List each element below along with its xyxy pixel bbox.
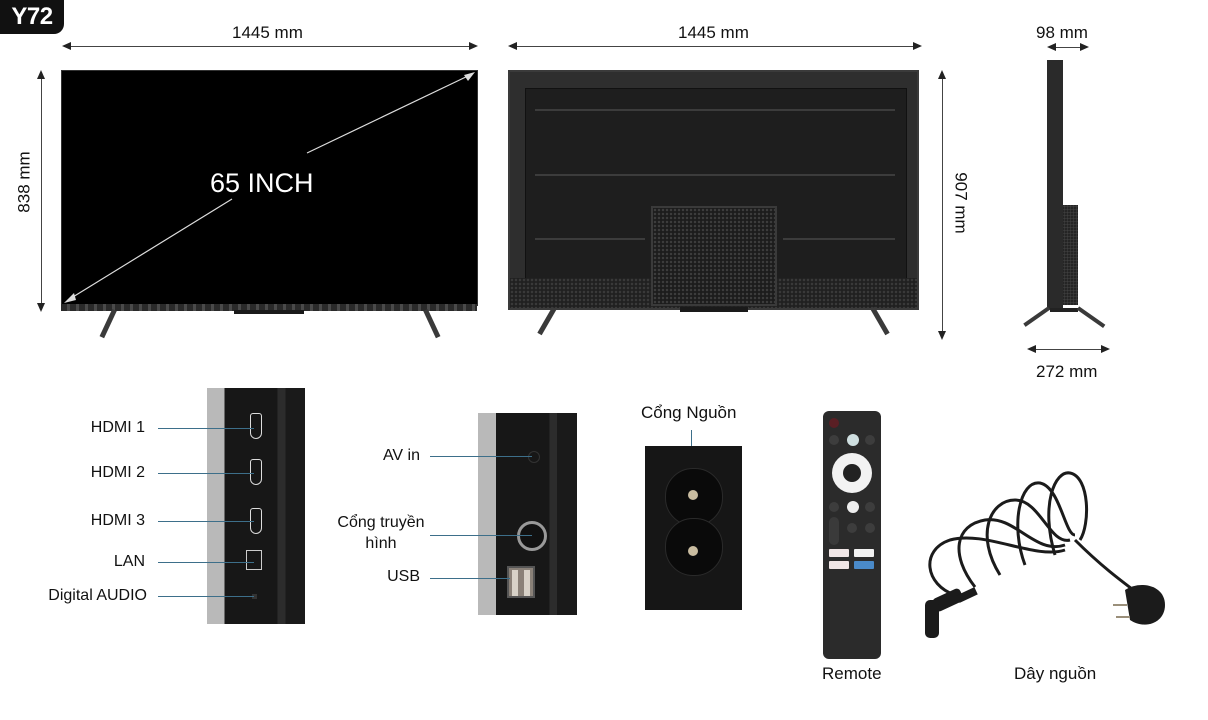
leader-line [158,521,254,522]
back-height-label: 907 mm [951,172,971,234]
leader-line [430,535,532,536]
leader-line [158,428,254,429]
model-badge: Y72 [0,0,64,34]
port-label-usb: USB [387,568,420,585]
arrow-left-icon [1047,43,1056,51]
power-button-icon [829,418,839,428]
arrow-down-icon [37,303,45,312]
arrow-left-icon [508,42,517,50]
av-in-port-icon [528,451,540,463]
front-height-label: 838 mm [14,151,34,213]
arrow-up-icon [37,70,45,79]
assistant-button-icon [847,434,859,446]
hdmi-port-icon [250,413,262,439]
leader-line [430,578,510,579]
tv-front-bottom-bar [61,304,477,311]
port-label-hdmi-1: HDMI 1 [90,419,145,436]
tv-back-port-cover [651,206,777,306]
back-button-icon [829,502,839,512]
leader-line [158,473,254,474]
port-label-av-in: AV in [382,447,420,464]
tv-side-base [1050,308,1078,312]
ok-button-icon [843,464,861,482]
tv-back-rib [535,109,895,111]
leader-line [158,596,254,597]
port-label-hdmi-3: HDMI 3 [90,512,145,529]
tv-front-image [61,70,478,306]
side-depth-label: 98 mm [1036,23,1088,42]
settings-button-icon [865,435,875,445]
netflix-button-icon [829,549,849,557]
socket-pin-icon [688,490,698,500]
home-button-icon [847,501,859,513]
optical-port-icon [252,594,257,599]
prime-video-button-icon [854,549,874,557]
diagonal-arrow-icon [64,72,475,303]
power-socket-image [645,446,742,610]
power-cord-caption: Dây nguồn [1014,664,1097,683]
tv-leg-left [537,306,557,336]
front-height-dimension-line [41,72,42,308]
app-shortcut-button-icon [854,561,874,569]
leader-line [158,562,254,563]
youtube-button-icon [829,561,849,569]
tv-side-back-box [1063,205,1078,305]
mute-button-icon [847,523,857,533]
remote-caption: Remote [822,664,882,683]
socket-pin-icon [688,546,698,556]
screen-size-label: 65 INCH [210,168,314,198]
arrow-left-icon [62,42,71,50]
arrow-left-icon [1027,345,1036,353]
port-panel-image [207,388,305,624]
port-label-digital-audio: Digital AUDIO [48,587,147,604]
arrow-right-icon [913,42,922,50]
back-height-dimension-line [942,72,943,336]
tv-leg-right [423,308,441,339]
guide-button-icon [865,523,875,533]
tv-leg-left [99,308,117,339]
leader-line [430,456,532,457]
remote-control-image [823,411,881,659]
dpad-icon [832,453,872,493]
usb-port-icon [507,566,535,598]
arrow-right-icon [469,42,478,50]
power-port-label: Cổng Nguồn [641,403,737,422]
lan-port-icon [246,550,262,570]
port-label-tv-antenna: Cổng truyền hình [337,514,425,552]
tv-back-center-base [680,307,748,312]
tv-leg-right [870,306,890,336]
tv-back-rib [535,238,645,240]
arrow-right-icon [1080,43,1089,51]
arrow-up-icon [938,70,946,79]
back-width-label: 1445 mm [678,23,749,42]
hdmi-port-icon [250,459,262,485]
profile-button-icon [829,435,839,445]
tv-side-leg-front [1023,306,1051,327]
power-cord-image [925,471,1165,638]
tv-back-rib [535,174,895,176]
port-label-hdmi-2: HDMI 2 [90,464,145,481]
arrow-down-icon [938,331,946,340]
coax-port-icon [517,521,547,551]
tv-back-rib [783,238,895,240]
arrow-right-icon [1101,345,1110,353]
side-stand-depth-label: 272 mm [1036,362,1098,381]
port-label-lan: LAN [113,553,145,570]
tv-side-image [1047,60,1063,310]
volume-rocker-icon [829,517,839,545]
side-stand-dimension-line [1030,349,1106,350]
side-depth-dimension-line [1050,47,1084,48]
tv-front-center-base [234,310,304,314]
tv-input-button-icon [865,502,875,512]
front-width-dimension-line [64,46,474,47]
tv-side-leg-back [1076,306,1106,328]
front-width-label: 1445 mm [232,23,303,42]
back-width-dimension-line [510,46,920,47]
